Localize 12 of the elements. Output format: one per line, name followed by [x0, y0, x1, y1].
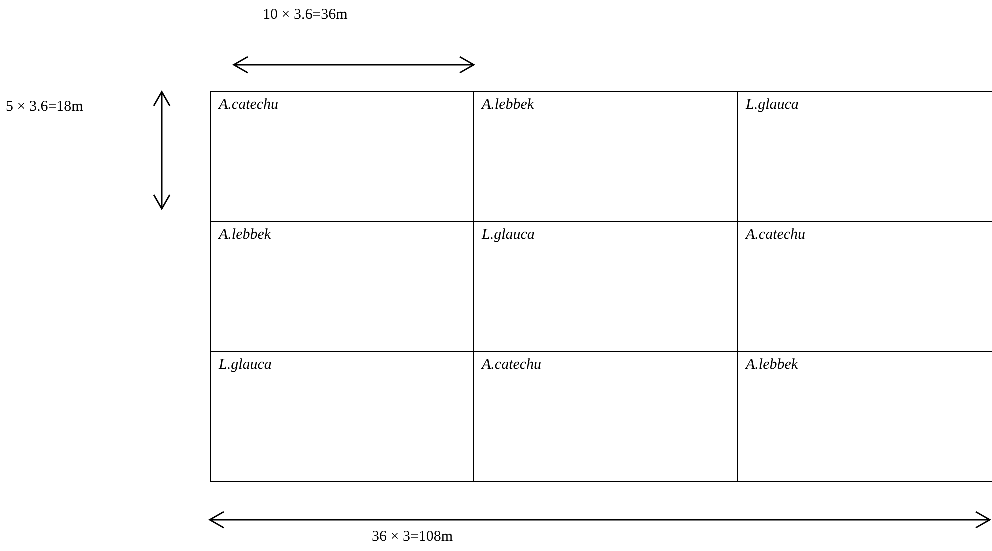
- species-name: A.lebbek: [219, 226, 272, 244]
- species-name: A.catechu: [219, 96, 279, 114]
- species-name: A.catechu: [482, 356, 542, 374]
- species-name: L.glauca: [219, 356, 272, 374]
- species-name: A.lebbek: [482, 96, 534, 114]
- species-name: L.glauca: [746, 96, 799, 114]
- dimension-label: 5 × 3.6=18m: [6, 98, 84, 116]
- dimension-label: 36 × 3=108m: [372, 528, 454, 546]
- species-name: L.glauca: [482, 226, 535, 244]
- dimension-label: 10 × 3.6=36m: [263, 6, 348, 24]
- species-name: A.catechu: [746, 226, 806, 244]
- species-name: A.lebbek: [746, 356, 798, 374]
